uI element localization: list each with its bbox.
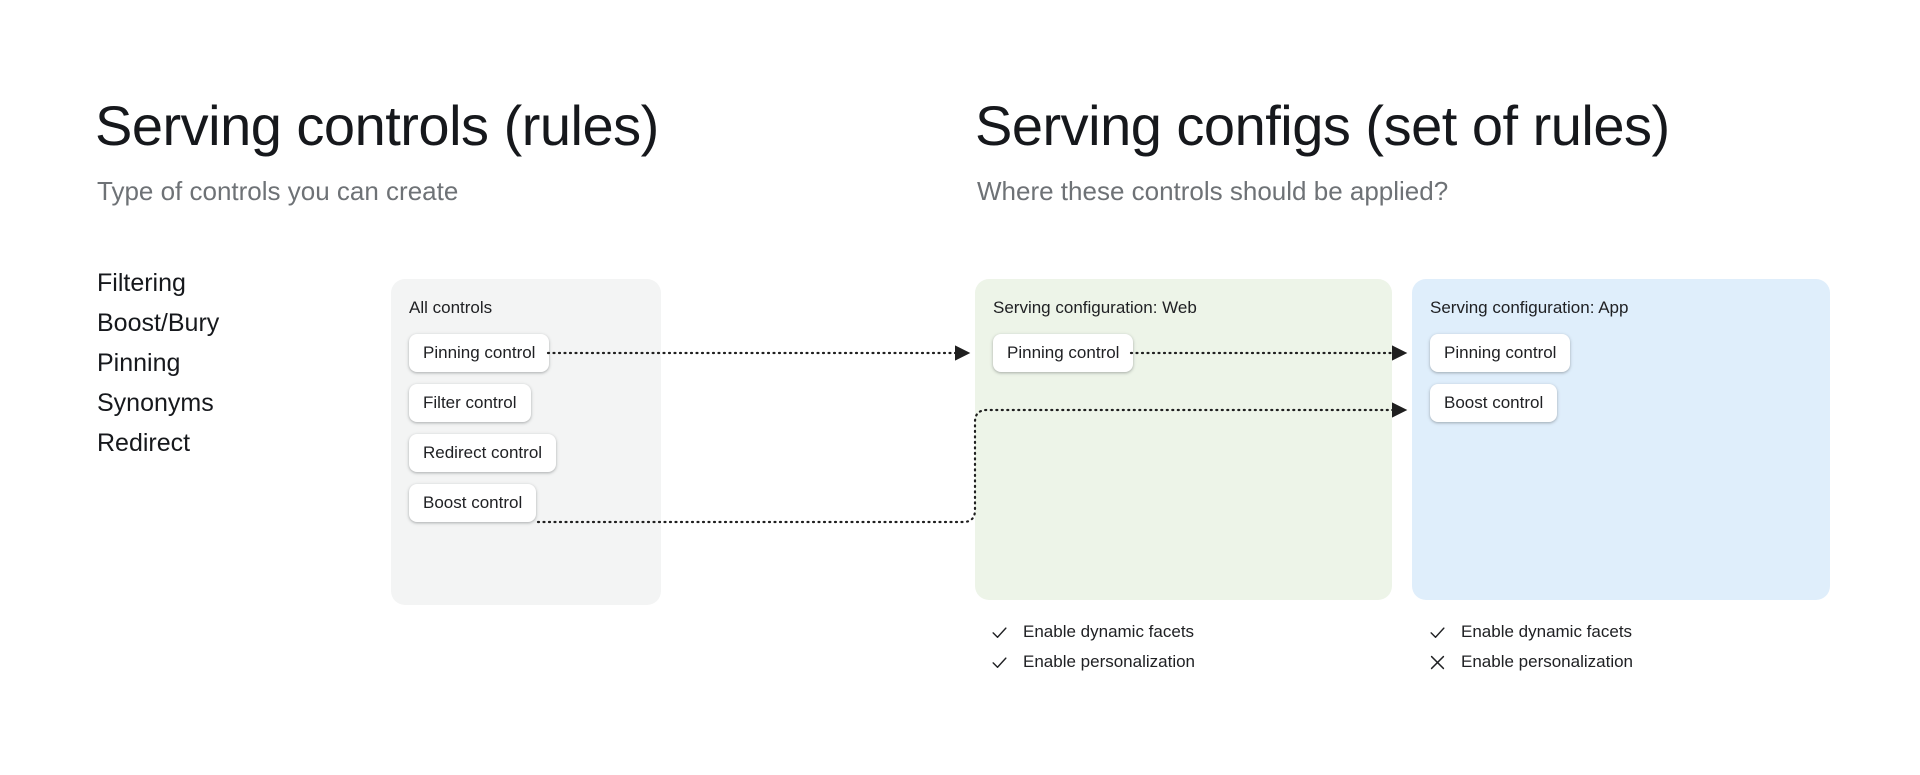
panel-title-serving-config-app: Serving configuration: App [1430, 298, 1629, 317]
option-row-enable-dynamic-facets[interactable]: Enable dynamic facets [1428, 622, 1633, 642]
option-label: Enable personalization [1461, 652, 1634, 671]
option-list-web-config: Enable dynamic facets Enable personaliza… [990, 622, 1195, 672]
chip-stack-all-controls: Pinning control Filter control Redirect … [409, 334, 557, 522]
option-row-enable-personalization[interactable]: Enable personalization [1428, 652, 1633, 672]
page-subtitle-serving-configs: Where these controls should be applied? [977, 176, 1449, 206]
close-icon [1430, 655, 1445, 669]
control-type-item-redirect: Redirect [97, 429, 191, 457]
control-type-item-synonyms: Synonyms [97, 389, 214, 417]
chip-boost-control[interactable]: Boost control [1430, 384, 1558, 422]
chip-filter-control[interactable]: Filter control [409, 384, 531, 422]
chip-pinning-control[interactable]: Pinning control [993, 334, 1134, 372]
panel-all-controls: All controls Pinning control Filter cont… [391, 279, 661, 605]
chip-pinning-control[interactable]: Pinning control [409, 334, 550, 372]
control-type-item-boost-bury: Boost/Bury [97, 309, 220, 337]
page-title-serving-controls: Serving controls (rules) [95, 94, 659, 157]
panel-serving-config-app: Serving configuration: App Pinning contr… [1412, 279, 1830, 600]
page-subtitle-serving-controls: Type of controls you can create [97, 176, 459, 206]
option-row-enable-dynamic-facets[interactable]: Enable dynamic facets [990, 622, 1195, 642]
panel-title-serving-config-web: Serving configuration: Web [993, 298, 1197, 317]
option-row-enable-personalization[interactable]: Enable personalization [990, 652, 1195, 672]
check-icon [992, 626, 1007, 638]
option-list-app-config: Enable dynamic facets Enable personaliza… [1428, 622, 1633, 672]
control-type-list: Filtering Boost/Bury Pinning Synonyms Re… [97, 268, 219, 458]
option-label: Enable personalization [1023, 652, 1196, 671]
panel-title-all-controls: All controls [409, 298, 493, 317]
option-label: Enable dynamic facets [1023, 622, 1195, 641]
control-type-item-pinning: Pinning [97, 349, 181, 377]
chip-stack-web-config: Pinning control [993, 334, 1134, 372]
panel-serving-config-web: Serving configuration: Web Pinning contr… [975, 279, 1392, 600]
chip-boost-control[interactable]: Boost control [409, 484, 537, 522]
option-label: Enable dynamic facets [1461, 622, 1633, 641]
check-icon [992, 656, 1007, 668]
page-title-serving-configs: Serving configs (set of rules) [975, 94, 1670, 157]
check-icon [1430, 626, 1445, 638]
chip-stack-app-config: Pinning control Boost control [1430, 334, 1571, 422]
chip-redirect-control[interactable]: Redirect control [409, 434, 557, 472]
chip-pinning-control[interactable]: Pinning control [1430, 334, 1571, 372]
control-type-item-filtering: Filtering [97, 269, 186, 297]
